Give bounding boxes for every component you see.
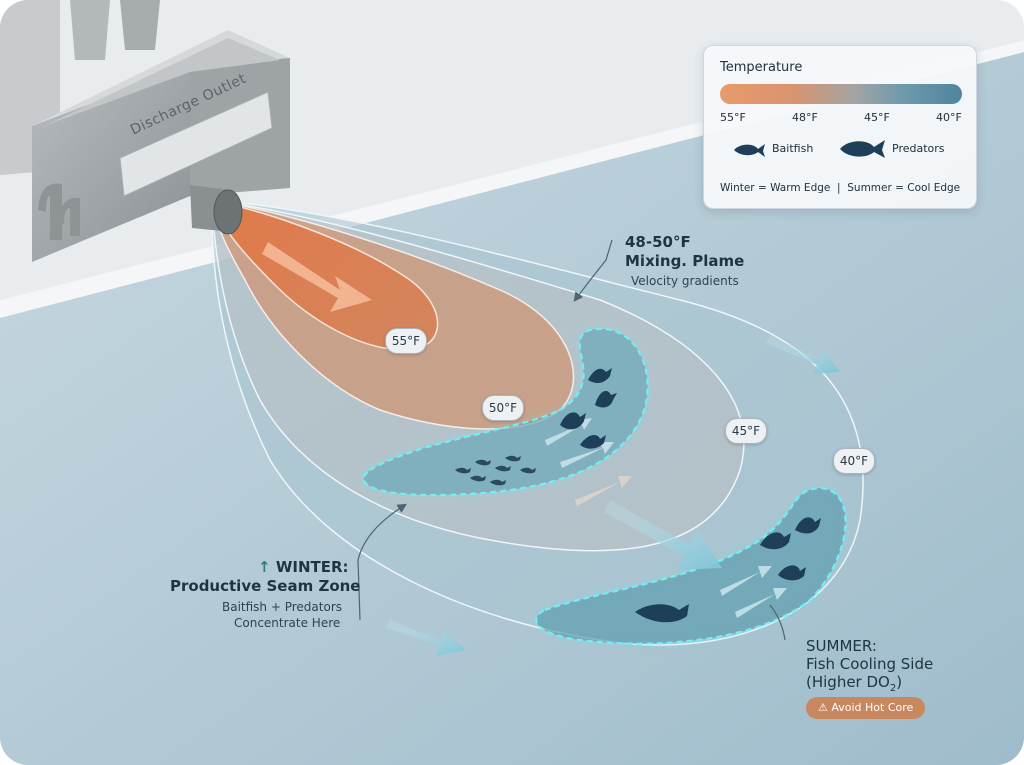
temperature-legend: Temperature 55°F 48°F 45°F 40°F Baitfish… — [703, 45, 977, 209]
baitfish-icon — [734, 144, 765, 157]
legend-tick-45: 45°F — [864, 111, 890, 124]
winter-arrow-icon: ↑ — [258, 558, 271, 576]
winter-note-2: Concentrate Here — [234, 616, 341, 630]
legend-tick-48: 48°F — [792, 111, 818, 124]
label-plate — [119, 91, 273, 197]
mixing-leader-line — [573, 239, 613, 302]
summer-arrow-small-2 — [735, 588, 787, 618]
baitfish-group-winter — [455, 455, 536, 486]
winter-seam-zone — [362, 327, 649, 497]
summer-do-close: ) — [896, 673, 903, 691]
mixing-subtitle: Velocity gradients — [631, 274, 739, 288]
predator-fish — [635, 604, 689, 623]
winter-title: ↑ WINTER: — [258, 558, 349, 577]
winter-subtitle: Productive Seam Zone — [170, 577, 361, 595]
summer-leader-line — [769, 604, 786, 641]
mixing-arrow-small-3 — [575, 476, 632, 506]
legend-footer: Winter = Warm Edge | Summer = Cool Edge — [720, 182, 961, 194]
predator-fish — [588, 368, 612, 383]
predator-fish — [795, 517, 821, 534]
temp-badge-55: 55°F — [385, 328, 427, 354]
predator-fish-group-winter — [560, 368, 617, 449]
temp-badge-40: 40°F — [833, 448, 875, 474]
summer-subtitle: Fish Cooling Side — [806, 655, 934, 673]
cool-flow-arrow-main — [604, 500, 722, 570]
avoid-hot-core-badge: ⚠ Avoid Hot Core — [806, 697, 926, 719]
baitfish — [490, 479, 506, 486]
predator-fish — [580, 435, 606, 449]
legend-predators-label: Predators — [892, 142, 945, 155]
baitfish — [520, 467, 536, 474]
discharge-outlet-structure — [0, 0, 290, 262]
mixing-title-1: 48-50°F — [625, 233, 691, 251]
summer-title: SUMMER: — [806, 637, 877, 655]
winter-note-1: Baitfish + Predators — [222, 600, 343, 614]
summer-arrow-small-1 — [720, 566, 772, 596]
mixing-arrow-small-2 — [560, 442, 614, 468]
winter-leader-line — [357, 503, 408, 621]
legend-tick-40: 40°F — [936, 111, 962, 124]
baitfish — [455, 467, 471, 474]
cool-flow-arrow-right — [766, 335, 840, 374]
predator-icon — [840, 140, 885, 158]
baitfish — [495, 465, 511, 472]
warning-triangle-icon: ⚠ — [818, 701, 828, 714]
baitfish — [475, 459, 491, 466]
summer-do-subscript: 2 — [889, 683, 897, 694]
predator-fish — [778, 565, 806, 581]
warm-flow-arrow — [262, 242, 372, 312]
mixing-title-2: Mixing. Plame — [625, 252, 745, 270]
temp-badge-45: 45°F — [725, 418, 767, 444]
winter-title-text: WINTER: — [275, 558, 349, 576]
baitfish — [505, 455, 521, 462]
baitfish — [470, 475, 486, 482]
summer-do-note: (Higher DO2) — [806, 673, 902, 698]
summer-do-text: (Higher DO — [806, 673, 890, 691]
predator-fish — [560, 412, 586, 430]
predator-fish — [595, 390, 617, 408]
legend-baitfish-label: Baitfish — [772, 142, 814, 155]
legend-title: Temperature — [720, 60, 803, 75]
legend-tick-55: 55°F — [720, 111, 746, 124]
legend-gradient-bar — [720, 84, 962, 104]
temp-badge-50: 50°F — [482, 395, 524, 421]
predator-fish — [760, 532, 791, 550]
predator-fish-group-summer — [635, 517, 821, 623]
cool-flow-arrow-bottom — [386, 620, 466, 656]
warning-text: Avoid Hot Core — [831, 701, 914, 714]
